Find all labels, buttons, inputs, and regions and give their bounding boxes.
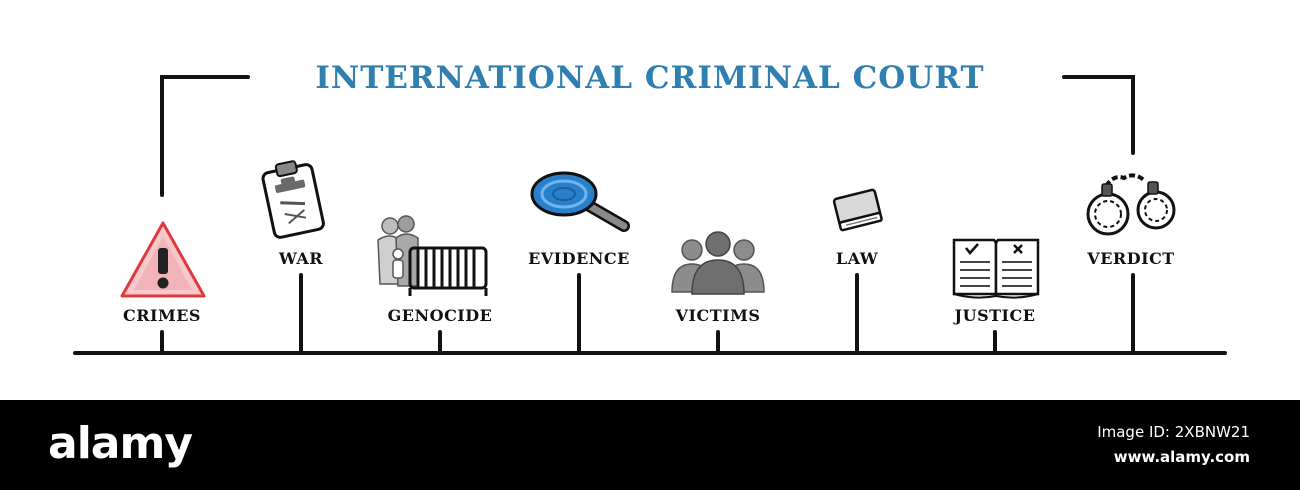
label-justice: JUSTICE [954,306,1036,325]
title-bracket-right [1062,75,1135,155]
family-barrier-icon [377,215,488,296]
label-crimes: CRIMES [123,306,201,325]
diagram-canvas: INTERNATIONAL CRIMINAL COURT CRIMES WAR [73,56,1227,355]
label-verdict: VERDICT [1087,249,1175,268]
handcuffs-icon [1086,173,1176,236]
timeline-lines [73,75,1227,355]
label-law: LAW [835,249,879,268]
page-title: INTERNATIONAL CRIMINAL COURT [252,56,1048,100]
image-id: Image ID: 2XBNW21 [1097,423,1250,441]
group-people-icon [671,231,765,295]
label-victims: VICTIMS [675,306,761,325]
site-url: www.alamy.com [1113,448,1250,466]
label-war: WAR [278,249,324,268]
watermark-footer [0,400,1300,490]
label-genocide: GENOCIDE [387,306,493,325]
title-bracket-left [160,75,250,197]
warning-icon [120,221,206,298]
alamy-logo: alamy [48,418,193,469]
clipboard-icon [261,160,325,239]
book-icon [832,188,883,232]
label-evidence: EVIDENCE [528,249,630,268]
open-book-icon [952,238,1040,299]
magnifying-glass-icon [530,171,630,232]
